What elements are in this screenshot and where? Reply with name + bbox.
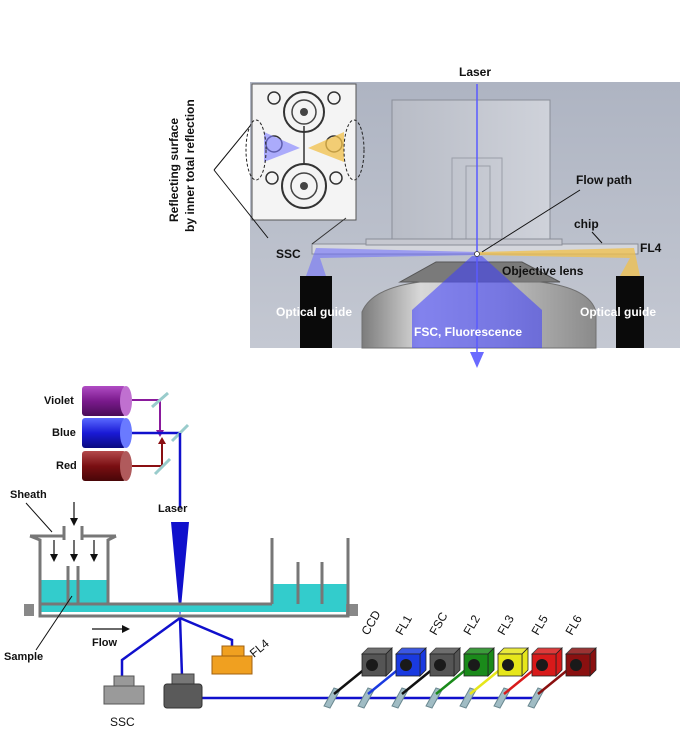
- laser-red: [82, 451, 132, 481]
- detector-fl6: [565, 647, 597, 677]
- branch-fl6: [537, 667, 571, 695]
- sheath-label: Sheath: [10, 489, 47, 501]
- bottom-laser-label: Laser: [158, 503, 188, 515]
- sheath-liquid: [40, 580, 108, 604]
- branch-ccd: [333, 667, 367, 695]
- branch-fl2: [435, 667, 469, 695]
- fsc-fiber: [178, 617, 184, 677]
- chip-inset: [245, 83, 365, 221]
- reflecting-surface-label-2: by inner total reflection: [183, 99, 197, 232]
- main-objective-detector: [163, 673, 203, 709]
- channel-walls: [38, 604, 350, 618]
- chip-microscope-photo: Laser Flow path chip SSC FL4 Objective l…: [167, 65, 680, 368]
- detector-fl2: [463, 647, 495, 677]
- branch-fl5: [503, 667, 537, 695]
- waste-liquid: [272, 584, 348, 604]
- optical-guide-left-label: Optical guide: [276, 305, 352, 319]
- chip-pointer: [591, 231, 603, 244]
- detector-label-fl6: FL6: [562, 612, 585, 637]
- channel-liquid: [40, 604, 348, 612]
- branch-fl1: [367, 667, 401, 695]
- ssc-detector: [103, 675, 145, 705]
- detector-label-fl5: FL5: [528, 612, 551, 637]
- instrument-housing: [391, 99, 551, 243]
- reflect-pointer-1: [213, 125, 251, 171]
- laser-blue: [82, 418, 132, 448]
- fl4-fiber: [179, 616, 234, 648]
- mirror-violet: [151, 391, 169, 409]
- detector-label-fsc: FSC: [426, 609, 450, 637]
- laser-red-label: Red: [56, 460, 77, 472]
- ssc-top-label: SSC: [276, 247, 301, 261]
- fsc-fluorescence-label: FSC, Fluorescence: [414, 325, 522, 339]
- sheath-reservoir: [29, 534, 117, 606]
- laser-arrow-head: [470, 352, 484, 368]
- reflect-pointer-2: [213, 169, 269, 239]
- branch-fsc: [401, 667, 435, 695]
- laser-label: Laser: [459, 65, 491, 79]
- mirror-red: [153, 457, 172, 476]
- ssc-light-path: [306, 248, 478, 276]
- reflecting-surface-label-1: Reflecting surface: [167, 118, 181, 222]
- fl4-top-label: FL4: [640, 241, 662, 255]
- detector-ccd: [361, 647, 393, 677]
- objective-lens-label: Objective lens: [502, 264, 584, 278]
- flow-path-pointer: [481, 189, 581, 253]
- flow-cytometer-schematic: Violet Blue Red Laser Sheath: [4, 386, 597, 729]
- optical-guide-right-bar: [616, 276, 644, 348]
- inset-connector: [311, 217, 347, 245]
- flow-label: Flow: [92, 637, 117, 649]
- detector-row: CCD FL1 FSC FL2 FL3 FL5 FL6: [323, 608, 597, 709]
- detector-label-fl2: FL2: [460, 612, 483, 637]
- detector-fl5: [531, 647, 563, 677]
- red-beam: [132, 442, 163, 467]
- branch-fl3: [469, 667, 503, 695]
- focused-beam: [171, 522, 189, 618]
- optical-guide-right-label: Optical guide: [580, 305, 656, 319]
- detector-fsc: [429, 647, 461, 677]
- ssc-bottom-label: SSC: [110, 715, 135, 729]
- flow-path-label: Flow path: [576, 173, 632, 187]
- detector-label-fl3: FL3: [494, 612, 517, 637]
- detector-fl1: [395, 647, 427, 677]
- laser-violet: [82, 386, 132, 416]
- fl4-detector: [211, 645, 253, 675]
- detector-label-fl1: FL1: [392, 612, 415, 637]
- chip-label: chip: [574, 217, 599, 231]
- ssc-fiber: [120, 616, 181, 680]
- laser-blue-label: Blue: [52, 427, 76, 439]
- detector-fl3: [497, 647, 529, 677]
- laser-violet-label: Violet: [44, 395, 74, 407]
- detector-label-ccd: CCD: [358, 608, 383, 638]
- optical-guide-left-bar: [300, 276, 332, 348]
- fl4-light-path: [478, 248, 640, 276]
- sample-label: Sample: [4, 651, 43, 663]
- chip-base: [24, 604, 34, 616]
